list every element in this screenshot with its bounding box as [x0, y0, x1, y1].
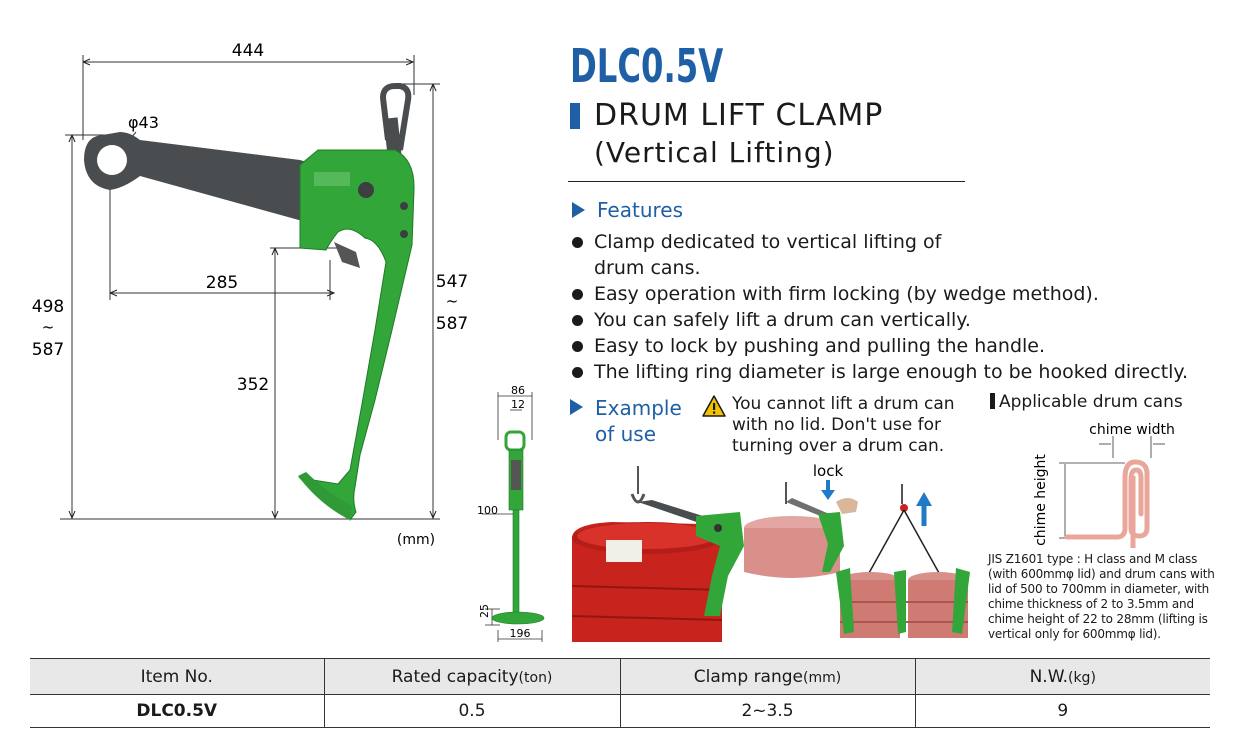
- feature-item-text: Clamp dedicated to vertical lifting of d…: [594, 231, 942, 279]
- warning-text: You cannot lift a drum can with no lid. …: [732, 394, 955, 456]
- title-accent-bar: [570, 103, 580, 129]
- dim-left-bottom: 587: [32, 340, 64, 360]
- green-clamp-body: [298, 149, 415, 521]
- spec-table-header-row: Item No. Rated capacity(ton) Clamp range…: [30, 658, 1210, 695]
- side-view-drawing: 86 12 100 25 196: [477, 384, 545, 642]
- model-number: DLC0.5V: [570, 39, 724, 93]
- chime-diagram: chime width chime height: [1033, 422, 1175, 548]
- side-dim-bottom: 196: [510, 627, 531, 640]
- side-dim-25: 25: [478, 604, 491, 618]
- lifting-ring-hole: [97, 145, 127, 175]
- applicable-heading-label: Applicable drum cans: [999, 392, 1183, 412]
- dim-ring: φ43: [128, 113, 159, 132]
- warning-icon: [702, 395, 726, 417]
- header-clamp-range: Clamp range(mm): [619, 658, 915, 695]
- dim-right-top: 547: [436, 272, 468, 292]
- feature-item: Clamp dedicated to vertical lifting of d…: [570, 229, 950, 281]
- header-unit: (mm): [803, 669, 842, 686]
- cell-net-weight: 9: [914, 694, 1210, 728]
- triangle-bullet-icon: [572, 202, 585, 218]
- dim-left-sep: ~: [42, 318, 55, 336]
- feature-item-text: The lifting ring diameter is large enoug…: [594, 361, 1188, 383]
- header-unit: (ton): [518, 669, 553, 686]
- cell-clamp-range: 2~3.5: [619, 694, 915, 728]
- example-heading-line2: of use: [595, 422, 657, 446]
- drum-clamp-photo: [572, 466, 744, 642]
- dim-reach: 285: [206, 273, 238, 293]
- lock-and-hoist-photo: lock: [744, 462, 976, 642]
- side-dim-inner: 12: [511, 398, 525, 411]
- chime-width-label: chime width: [1089, 422, 1175, 438]
- lock-label: lock: [813, 462, 844, 480]
- header-label: N.W.: [1029, 666, 1068, 687]
- header-label: Rated capacity: [391, 666, 519, 687]
- side-dim-top: 86: [511, 384, 525, 397]
- example-heading-line1: Example: [595, 396, 682, 420]
- clamp-dimension-drawing: 444 φ43 285 498 ~ 587 352 547 ~ 587 (mm): [32, 41, 468, 548]
- unit-note: (mm): [397, 532, 435, 548]
- features-heading-label: Features: [597, 198, 683, 222]
- header-label: Item No.: [140, 666, 213, 687]
- header-label: Clamp range: [693, 666, 803, 687]
- triangle-bullet-icon: [570, 399, 583, 415]
- feature-item-text: Easy to lock by pushing and pulling the …: [594, 335, 1046, 357]
- gray-arm: [84, 132, 330, 222]
- feature-list: Clamp dedicated to vertical lifting of d…: [570, 229, 1230, 385]
- applicable-note: JIS Z1601 type : H class and M class (wi…: [988, 552, 1215, 641]
- product-subtitle: (Vertical Lifting): [594, 136, 835, 169]
- cell-rated-capacity: 0.5: [323, 694, 620, 728]
- product-title: DRUM LIFT CLAMP: [594, 98, 884, 133]
- header-unit: (kg): [1067, 669, 1096, 686]
- feature-item: The lifting ring diameter is large enoug…: [570, 359, 1230, 385]
- spec-table: Item No. Rated capacity(ton) Clamp range…: [30, 658, 1210, 728]
- feature-item: You can safely lift a drum can verticall…: [570, 307, 1230, 333]
- dim-right-bottom: 587: [436, 314, 468, 334]
- dim-jaw: 352: [237, 375, 269, 395]
- dim-left-top: 498: [32, 297, 64, 317]
- feature-item: Easy operation with firm locking (by wed…: [570, 281, 1230, 307]
- dim-right-sep: ~: [446, 292, 459, 310]
- feature-item: Easy to lock by pushing and pulling the …: [570, 333, 1230, 359]
- features-heading: Features: [572, 198, 683, 222]
- cell-item-no: DLC0.5V: [30, 694, 324, 728]
- header-item-no: Item No.: [30, 658, 324, 695]
- dimension-lines: [72, 62, 433, 518]
- header-net-weight: N.W.(kg): [914, 658, 1210, 695]
- dim-width: 444: [232, 41, 264, 61]
- table-row: DLC0.5V 0.5 2~3.5 9: [30, 694, 1210, 728]
- feature-item-text: Easy operation with firm locking (by wed…: [594, 283, 1099, 305]
- chime-height-label: chime height: [1033, 454, 1049, 546]
- side-dim-100: 100: [477, 504, 498, 517]
- heading-bar: [990, 393, 995, 409]
- header-rated-capacity: Rated capacity(ton): [323, 658, 620, 695]
- feature-item-text: You can safely lift a drum can verticall…: [594, 309, 971, 331]
- applicable-heading: Applicable drum cans: [990, 392, 1183, 412]
- title-divider: [568, 181, 965, 182]
